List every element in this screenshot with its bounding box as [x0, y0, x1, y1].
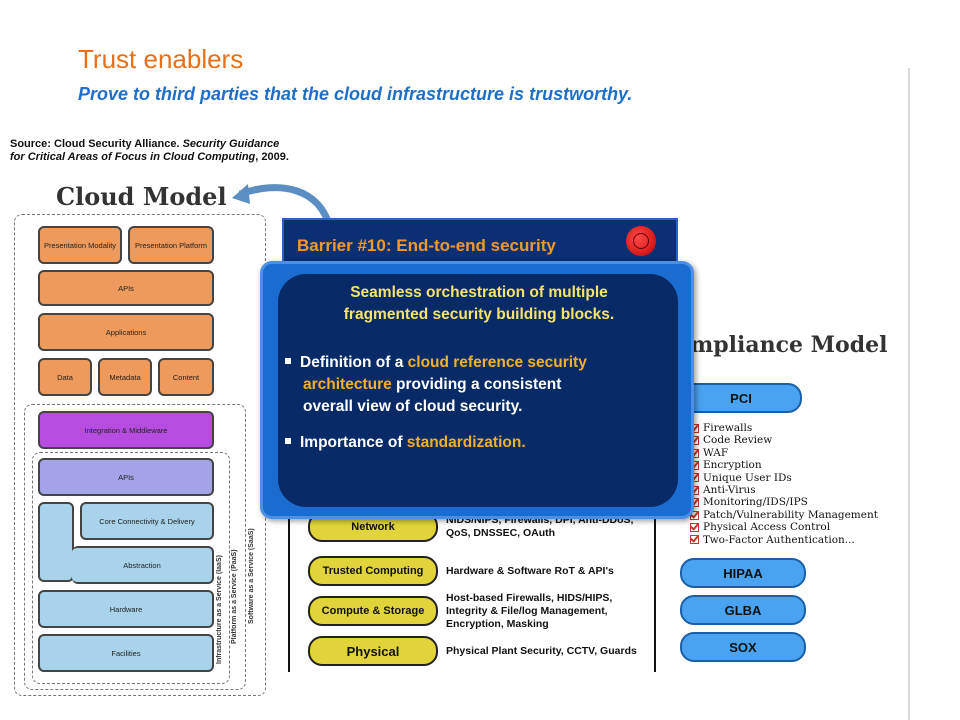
source-citation: Source: Cloud Security Alliance. Securit… — [10, 138, 289, 163]
iaas-boundary — [32, 452, 230, 684]
checklist-item: Code Review — [690, 434, 878, 446]
apis-mid-block: APIs — [38, 458, 214, 496]
abstraction-block: Abstraction — [72, 546, 214, 584]
checklist-item: Encryption — [690, 459, 878, 471]
sox-pill: SOX — [680, 632, 806, 662]
presentation-platform-block: Presentation Platform — [128, 226, 214, 264]
checklist-item: Unique User IDs — [690, 472, 878, 484]
paas-boundary — [24, 404, 246, 690]
pci-checklist: Firewalls Code Review WAF Encryption Uni… — [690, 422, 878, 546]
pci-pill: PCI — [680, 383, 802, 413]
saas-label: Software as a Service (SaaS) — [248, 528, 255, 624]
slide-subtitle: Prove to third parties that the cloud in… — [78, 84, 633, 104]
compute-storage-desc: Host-based Firewalls, HIDS/HIPS,Integrit… — [446, 592, 613, 630]
right-divider — [908, 68, 910, 720]
integration-middleware-block: Integration & Middleware — [38, 411, 214, 449]
bullet-standardization: Importance of standardization. — [285, 432, 675, 454]
checklist-item: WAF — [690, 447, 878, 459]
compute-storage-pill: Compute & Storage — [308, 596, 438, 626]
bullet-reference-architecture: Definition of a cloud reference security… — [285, 352, 675, 418]
alert-ring-icon — [633, 233, 649, 249]
checklist-item: Monitoring/IDS/IPS — [690, 496, 878, 508]
compliance-model-title: mpliance Model — [690, 332, 888, 358]
iaas-label: Infrastructure as a Service (IaaS) — [216, 555, 223, 664]
curved-arrow-icon — [232, 184, 334, 229]
checklist-item: Physical Access Control — [690, 521, 878, 533]
trusted-computing-pill: Trusted Computing — [308, 556, 438, 586]
barrier-panel-inner — [278, 274, 678, 507]
physical-desc: Physical Plant Security, CCTV, Guards — [446, 645, 637, 657]
bullet-square-icon — [285, 357, 291, 364]
facilities-block: Facilities — [38, 634, 214, 672]
bullet-square-icon — [285, 437, 291, 444]
slide-title: Trust enablers — [78, 44, 244, 74]
checkbox-icon — [690, 535, 699, 545]
checklist-item: Patch/Vulnerability Management — [690, 509, 878, 521]
hardware-block: Hardware — [38, 590, 214, 628]
checklist-item: Anti-Virus — [690, 484, 878, 496]
checklist-item: Two-Factor Authentication... — [690, 534, 878, 546]
presentation-modality-block: Presentation Modality — [38, 226, 122, 264]
security-model-left-border — [288, 500, 290, 672]
content-block: Content — [158, 358, 214, 396]
barrier-headline: Seamless orchestration of multiple fragm… — [343, 284, 615, 323]
data-block: Data — [38, 358, 92, 396]
physical-pill: Physical — [308, 636, 438, 666]
barrier-title: Barrier #10: End-to-end security — [297, 236, 556, 255]
checklist-item: Firewalls — [690, 422, 878, 434]
abstraction-left-block — [38, 502, 74, 582]
metadata-block: Metadata — [98, 358, 152, 396]
applications-block: Applications — [38, 313, 214, 351]
hipaa-pill: HIPAA — [680, 558, 806, 588]
glba-pill: GLBA — [680, 595, 806, 625]
trusted-computing-desc: Hardware & Software RoT & API's — [446, 565, 614, 577]
apis-top-block: APIs — [38, 270, 214, 306]
core-connectivity-block: Core Connectivity & Delivery — [80, 502, 214, 540]
cloud-model-title: Cloud Model — [56, 182, 227, 211]
paas-label: Platform as a Service (PaaS) — [231, 549, 238, 644]
security-model-right-border — [654, 500, 656, 672]
checkbox-icon — [690, 522, 699, 532]
